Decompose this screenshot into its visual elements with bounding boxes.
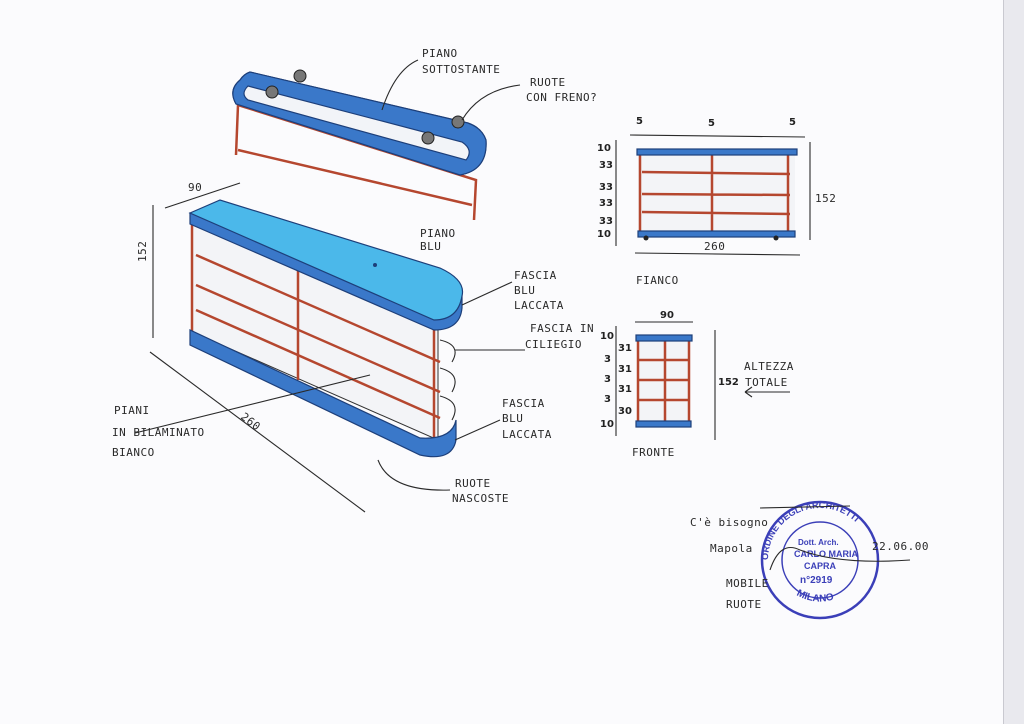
svg-text:33: 33 (599, 182, 613, 193)
svg-text:NASCOSTE: NASCOSTE (452, 492, 509, 505)
svg-text:LACCATA: LACCATA (514, 299, 564, 312)
svg-text:3: 3 (604, 394, 611, 405)
svg-text:Dott. Arch.: Dott. Arch. (798, 538, 839, 547)
fianco-height: 152 (815, 192, 836, 205)
svg-text:BLU: BLU (514, 284, 535, 297)
svg-text:BLU: BLU (502, 412, 523, 425)
note-line-3: MOBILE (726, 577, 769, 590)
note-date: 22.06.00 (872, 540, 929, 553)
fianco-title: FIANCO (636, 274, 679, 287)
svg-text:31: 31 (618, 364, 632, 375)
svg-text:PIANI: PIANI (114, 404, 150, 417)
svg-text:MILANO: MILANO (795, 588, 835, 605)
svg-text:30: 30 (618, 406, 632, 417)
dim-height: 152 (136, 241, 149, 262)
main-unit-drawing (188, 199, 464, 458)
fronte-view: 90 10 31 3 31 3 31 3 30 10 152 FRONTE (600, 310, 739, 459)
svg-text:IN BILAMINATO: IN BILAMINATO (112, 426, 205, 439)
label-ruote-nascoste: RUOTE NASCOSTE (452, 477, 509, 505)
note-line-4: RUOTE (726, 598, 762, 611)
svg-text:n°2919: n°2919 (800, 575, 833, 586)
svg-text:33: 33 (599, 160, 613, 171)
label-fascia-ciliegio: FASCIA IN CILIEGIO (525, 322, 594, 351)
svg-text:BLU: BLU (420, 240, 441, 253)
architect-stamp: ORDINE DEGLI ARCHITETTI MILANO Dott. Arc… (760, 500, 880, 620)
svg-text:33: 33 (599, 198, 613, 209)
svg-text:CAPRA: CAPRA (804, 561, 837, 571)
svg-text:10: 10 (597, 229, 611, 240)
svg-text:5: 5 (789, 117, 796, 128)
svg-text:3: 3 (604, 374, 611, 385)
svg-text:SOTTOSTANTE: SOTTOSTANTE (422, 63, 500, 76)
label-piani: PIANI IN BILAMINATO BIANCO (112, 404, 205, 459)
scan-edge (1003, 0, 1024, 724)
svg-text:31: 31 (618, 343, 632, 354)
label-ruote-con-freno: RUOTE CON FRENO? (526, 76, 597, 104)
svg-text:10: 10 (600, 419, 614, 430)
dim-depth: 90 (188, 181, 202, 194)
svg-text:3: 3 (604, 354, 611, 365)
label-fascia-blu-top: FASCIA BLU LACCATA (514, 269, 564, 312)
note-line-1: C'è bisogno (690, 516, 768, 529)
svg-text:BIANCO: BIANCO (112, 446, 155, 459)
svg-text:31: 31 (618, 384, 632, 395)
svg-text:RUOTE: RUOTE (530, 76, 566, 89)
svg-text:10: 10 (600, 331, 614, 342)
svg-text:33: 33 (599, 216, 613, 227)
svg-text:FASCIA: FASCIA (514, 269, 557, 282)
label-fascia-blu-bottom: FASCIA BLU LACCATA (502, 397, 552, 441)
svg-text:CILIEGIO: CILIEGIO (525, 338, 582, 351)
fianco-length: 260 (704, 240, 725, 253)
perspective-dimension-lines (149, 182, 366, 513)
svg-text:ALTEZZA: ALTEZZA (744, 360, 794, 373)
fronte-title: FRONTE (632, 446, 675, 459)
svg-text:CON FRENO?: CON FRENO? (526, 91, 597, 104)
svg-text:90: 90 (660, 310, 674, 321)
svg-text:CARLO MARIA: CARLO MARIA (794, 549, 858, 559)
label-piano-blu: PIANO BLU (420, 227, 456, 253)
svg-text:RUOTE: RUOTE (455, 477, 491, 490)
svg-text:5: 5 (708, 118, 715, 129)
label-piano-sottostante: PIANO SOTTOSTANTE (422, 47, 500, 76)
svg-text:FASCIA: FASCIA (502, 397, 545, 410)
svg-text:LACCATA: LACCATA (502, 428, 552, 441)
fianco-view: 5 5 5 10 33 33 33 33 10 152 260 FIANCO (597, 116, 836, 287)
svg-text:10: 10 (597, 143, 611, 154)
svg-text:FASCIA IN: FASCIA IN (530, 322, 594, 335)
svg-text:TOTALE: TOTALE (745, 376, 788, 389)
svg-text:5: 5 (636, 116, 643, 127)
svg-text:PIANO: PIANO (420, 227, 456, 240)
svg-text:PIANO: PIANO (422, 47, 458, 60)
handwritten-notes: C'è bisogno Mapola 22.06.00 MOBILE RUOTE (690, 505, 929, 611)
upper-unit-drawing (232, 69, 487, 221)
leader-lines (134, 59, 790, 491)
label-altezza-totale: ALTEZZA TOTALE (744, 360, 794, 389)
dim-length: 260 (238, 410, 263, 433)
note-line-2: Mapola (710, 542, 753, 555)
fronte-height: 152 (718, 377, 739, 388)
